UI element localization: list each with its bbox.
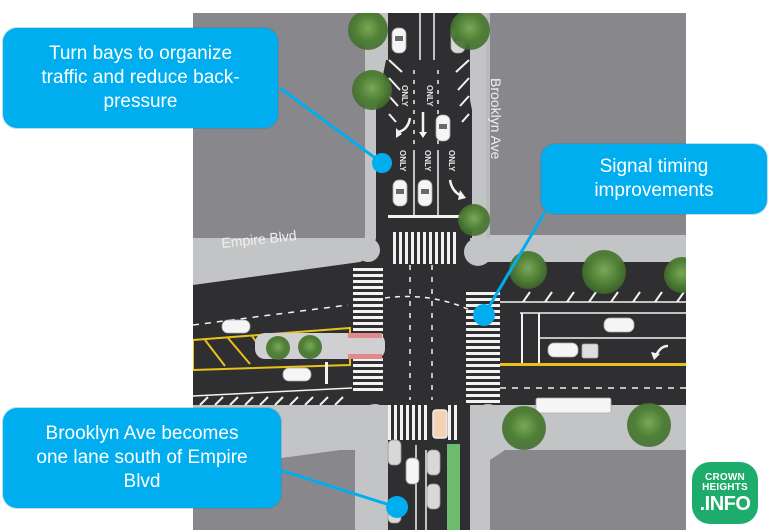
callout-turn-bays: Turn bays to organize traffic and reduce… [3, 28, 278, 128]
car [387, 439, 402, 466]
street-label-brooklyn-ave: Brooklyn Ave [488, 78, 504, 160]
car [547, 342, 579, 358]
only-marking: ONLY [447, 150, 456, 172]
callout-line: Brooklyn Ave becomes [45, 423, 239, 444]
car [221, 319, 251, 334]
callout-signal-timing: Signal timing improvements [541, 144, 767, 214]
left-turn-arrow [397, 117, 412, 134]
median-hatch [193, 326, 351, 372]
callout-line: traffic and reduce back- [41, 67, 240, 88]
callout-pin-turn-bays [372, 153, 392, 173]
crosswalk-north [393, 232, 456, 264]
callout-leader-signal-timing [482, 211, 547, 316]
callout-line: Signal timing [599, 156, 709, 177]
callout-leader-one-lane [279, 468, 397, 509]
street-label-empire-blvd: Empire Blvd [221, 227, 298, 251]
car [426, 449, 441, 476]
callout-line: Turn bays to organize [48, 43, 233, 64]
crosswalk-west [353, 268, 383, 391]
only-marking: ONLY [398, 150, 407, 172]
car [426, 483, 441, 510]
only-markings: ONLY ONLY ONLY ONLY ONLY [398, 85, 456, 172]
logo-line-3: .INFO [699, 492, 751, 515]
callout-pin-one-lane [386, 496, 408, 518]
block-southeast [490, 450, 686, 530]
callout-line: one lane south of Empire [36, 447, 248, 468]
bus [535, 397, 612, 414]
only-marking: ONLY [423, 150, 432, 172]
callout-line: improvements [594, 180, 714, 201]
car [581, 343, 599, 359]
only-marking: ONLY [425, 85, 434, 107]
logo-line-2: HEIGHTS [702, 481, 748, 493]
callout-line: pressure [103, 91, 178, 112]
callout-line: Blvd [123, 471, 161, 492]
crosswalk-south [388, 405, 457, 440]
callout-one-lane: Brooklyn Ave becomes one lane south of E… [3, 408, 281, 508]
logo-line-1: CROWN [705, 471, 745, 483]
callout-leader-turn-bays [279, 86, 383, 165]
car [603, 317, 635, 333]
car [282, 367, 312, 382]
callout-pin-signal-timing [473, 304, 495, 326]
bike-lane [447, 444, 460, 530]
trees [266, 13, 686, 450]
car [405, 457, 420, 485]
crown-heights-info-logo: CROWN HEIGHTS .INFO [692, 462, 758, 524]
only-marking: ONLY [400, 85, 409, 107]
